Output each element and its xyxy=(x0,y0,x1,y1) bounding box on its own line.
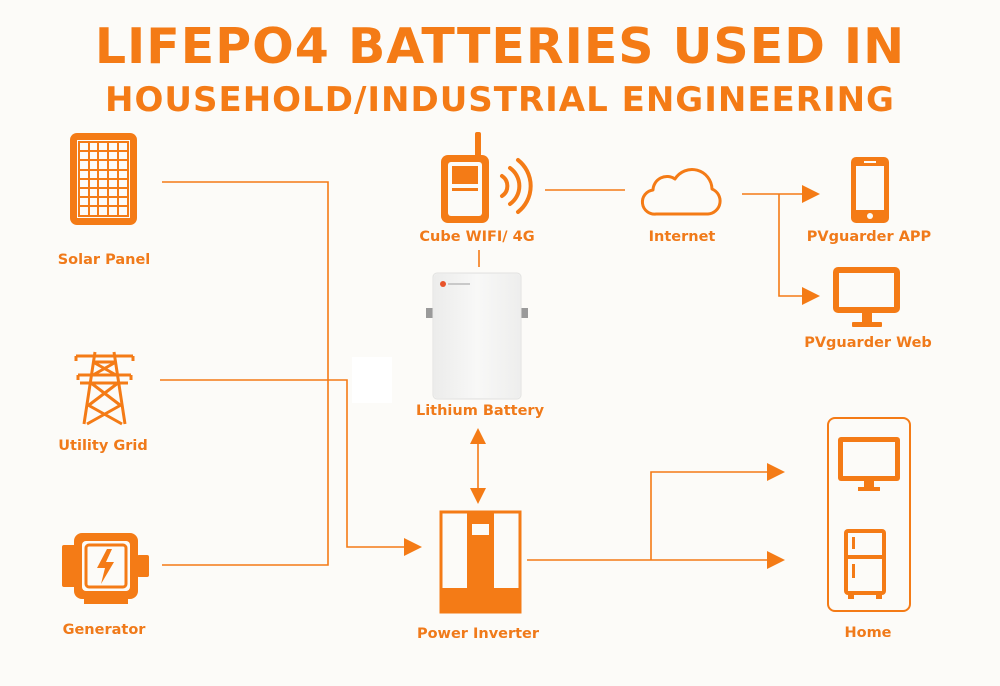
solar-generator-line xyxy=(162,181,329,566)
pvguarder-web-label: PVguarder Web xyxy=(804,335,932,351)
home-appliances-icon xyxy=(827,417,911,612)
arrow-up-head xyxy=(470,428,486,444)
generator-label: Generator xyxy=(62,622,146,638)
page-subtitle: HOUSEHOLD/INDUSTRIAL ENGINEERING xyxy=(105,80,895,120)
generator-icon xyxy=(62,533,149,604)
page-title: LIFEPO4 BATTERIES USED IN xyxy=(94,18,906,75)
lithium-battery-label: Lithium Battery xyxy=(415,403,545,419)
power-inverter-label: Power Inverter xyxy=(416,626,540,642)
connector-lines xyxy=(160,181,820,569)
utility-grid-label: Utility Grid xyxy=(58,438,148,454)
internet-label: Internet xyxy=(648,229,716,245)
arrow-down-head xyxy=(470,488,486,504)
walkie-talkie-icon xyxy=(441,132,489,223)
label-backdrop xyxy=(352,357,392,403)
solar-panel-icon xyxy=(70,133,137,225)
wifi-signal-icon xyxy=(500,158,533,214)
internet-web-line xyxy=(778,194,820,305)
solar-panel-label: Solar Panel xyxy=(57,252,151,268)
cube-wifi-label: Cube WIFI/ 4G xyxy=(419,229,535,245)
grid-to-inverter-line xyxy=(160,379,422,556)
monitor-icon xyxy=(833,267,900,327)
battery-unit-icon xyxy=(426,272,528,400)
inverter-icon xyxy=(439,510,522,614)
cloud-icon xyxy=(640,168,722,216)
inverter-to-screen-line xyxy=(650,463,785,560)
power-tower-icon xyxy=(74,351,135,426)
home-label: Home xyxy=(844,625,892,641)
smartphone-icon xyxy=(851,157,889,223)
pvguarder-app-label: PVguarder APP xyxy=(806,229,932,245)
